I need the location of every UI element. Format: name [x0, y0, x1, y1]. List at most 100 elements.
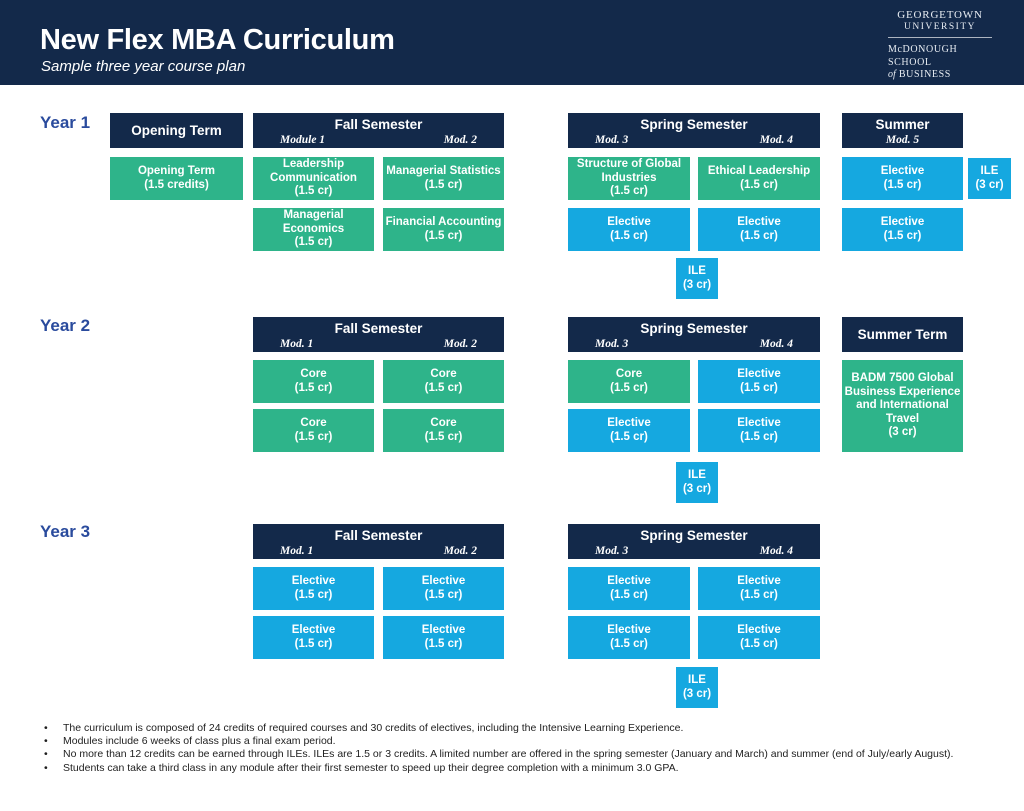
logo-of-word: of: [888, 69, 896, 80]
course-credits: (1.5 cr): [424, 637, 463, 650]
logo-university-line1: GEORGETOWN: [897, 9, 983, 21]
module-left-label: Mod. 1: [280, 545, 314, 557]
course-box-elective: Elective (1.5 cr): [698, 360, 820, 403]
course-name: Managerial Economics: [282, 209, 345, 235]
course-name: Elective: [421, 624, 466, 636]
course-name: Elective: [607, 417, 651, 429]
course-credits: (1.5 cr): [740, 430, 778, 443]
course-box-elective: Elective (1.5 cr): [383, 567, 504, 610]
course-name: Core: [430, 417, 457, 429]
year3-label: Year 3: [40, 522, 91, 541]
course-credits: (1.5 cr): [610, 430, 648, 443]
module-labels: Mod. 3 Mod. 4: [568, 545, 820, 557]
course-box-elective: Elective (1.5 cr): [568, 616, 690, 659]
logo-school-line2: SCHOOL: [888, 56, 932, 68]
course-box-managerial-statistics: Managerial Statistics (1.5 cr): [383, 157, 504, 200]
ile-box-year3-spring: ILE (3 cr): [676, 667, 718, 708]
course-credits: (1.5 cr): [294, 381, 333, 394]
course-credits: (1.5 cr): [424, 381, 463, 394]
year3-spring-header: Spring Semester Mod. 3 Mod. 4: [568, 524, 820, 559]
course-credits: (3 cr): [888, 426, 917, 439]
course-box-managerial-economics: Managerial Economics (1.5 cr): [253, 208, 374, 251]
semester-title: Fall Semester: [334, 528, 423, 543]
module-left-label: Mod. 1: [280, 338, 314, 350]
semester-title: Fall Semester: [334, 321, 423, 336]
page-subtitle: Sample three year course plan: [41, 58, 246, 75]
course-credits: (1.5 cr): [883, 178, 922, 191]
footnote: No more than 12 credits can be earned th…: [42, 748, 992, 761]
course-box-core: Core (1.5 cr): [253, 409, 374, 452]
course-credits: (1.5 cr): [294, 185, 333, 198]
course-box-elective: Elective (1.5 cr): [698, 409, 820, 452]
course-credits: (3 cr): [975, 178, 1004, 191]
course-box-core: Core (1.5 cr): [383, 409, 504, 452]
course-name: Elective: [880, 165, 925, 177]
course-credits: (1.5 cr): [424, 430, 463, 443]
course-credits: (1.5 cr): [424, 588, 463, 601]
course-name: Opening Term: [137, 165, 216, 177]
semester-title: Fall Semester: [334, 117, 423, 132]
course-credits: (1.5 cr): [424, 178, 463, 191]
course-credits: (1.5 cr): [610, 588, 648, 601]
course-credits: (1.5 cr): [294, 430, 333, 443]
course-box-leadership-communication: Leadership Communication (1.5 cr): [253, 157, 374, 200]
year1-opening-term-header: Opening Term: [110, 113, 243, 148]
logo-divider: [888, 37, 992, 38]
header-banner: New Flex MBA Curriculum Sample three yea…: [0, 0, 1024, 85]
course-credits: (3 cr): [682, 687, 712, 700]
course-box-summer-elective-2: Elective (1.5 cr): [842, 208, 963, 251]
course-name: Elective: [737, 624, 781, 636]
course-credits: (1.5 cr): [740, 381, 778, 394]
course-box-core: Core (1.5 cr): [568, 360, 690, 403]
course-credits: (1.5 cr): [610, 637, 648, 650]
course-name: Core: [615, 368, 643, 380]
course-name: Elective: [421, 575, 466, 587]
course-box-elective: Elective (1.5 cr): [568, 409, 690, 452]
module-labels: Mod. 1 Mod. 2: [253, 545, 504, 557]
course-name: Elective: [880, 216, 925, 228]
semester-title: Spring Semester: [640, 117, 748, 132]
course-box-elective: Elective (1.5 cr): [253, 616, 374, 659]
logo-school-line1: McDONOUGH: [888, 44, 958, 55]
semester-title: Opening Term: [131, 123, 222, 138]
course-credits: (1.5 cr): [883, 229, 922, 242]
ile-box-year1-summer: ILE (3 cr): [968, 158, 1011, 199]
semester-title: Summer Term: [857, 327, 948, 342]
course-box-financial-accounting: Financial Accounting (1.5 cr): [383, 208, 504, 251]
module-left-label: Module 1: [280, 134, 326, 146]
semester-title: Spring Semester: [640, 528, 748, 543]
footnote: The curriculum is composed of 24 credits…: [42, 722, 992, 735]
course-name: Elective: [737, 417, 781, 429]
course-name: Elective: [291, 575, 336, 587]
course-name: Elective: [737, 216, 781, 228]
module-left-label: Mod. 3: [595, 545, 629, 557]
year3-fall-header: Fall Semester Mod. 1 Mod. 2: [253, 524, 504, 559]
module-labels: Mod. 5: [842, 134, 963, 146]
module-labels: Mod. 3 Mod. 4: [568, 338, 820, 350]
course-name: Structure of Global Industries: [576, 158, 682, 184]
course-box-ethical-leadership: Ethical Leadership (1.5 cr): [698, 157, 820, 200]
course-box-badm-7500: BADM 7500 Global Business Experience and…: [842, 360, 963, 452]
course-name: Financial Accounting: [385, 216, 502, 228]
course-credits: (1.5 cr): [610, 185, 648, 198]
ile-box-year2-spring: ILE (3 cr): [676, 462, 718, 503]
course-name: ILE: [688, 469, 706, 481]
module-center-label: Mod. 5: [885, 134, 920, 146]
course-box-elective: Elective (1.5 cr): [568, 567, 690, 610]
course-name: Elective: [607, 216, 651, 228]
course-credits: (1.5 cr): [294, 637, 333, 650]
semester-title: Summer: [875, 117, 930, 132]
logo-business-word: BUSINESS: [898, 69, 951, 80]
course-credits: (1.5 cr): [740, 178, 778, 191]
course-name: Core: [300, 417, 327, 429]
footnote: Modules include 6 weeks of class plus a …: [42, 735, 992, 748]
course-name: Elective: [737, 575, 781, 587]
course-credits: (3 cr): [682, 482, 712, 495]
course-credits: (1.5 cr): [740, 637, 778, 650]
module-right-label: Mod. 4: [759, 338, 793, 350]
logo-school-line3: of BUSINESS: [888, 69, 992, 82]
ile-box-year1-spring: ILE (3 cr): [676, 258, 718, 299]
course-name: Elective: [737, 368, 781, 380]
course-box-summer-elective-1: Elective (1.5 cr): [842, 157, 963, 200]
module-labels: Mod. 1 Mod. 2: [253, 338, 504, 350]
